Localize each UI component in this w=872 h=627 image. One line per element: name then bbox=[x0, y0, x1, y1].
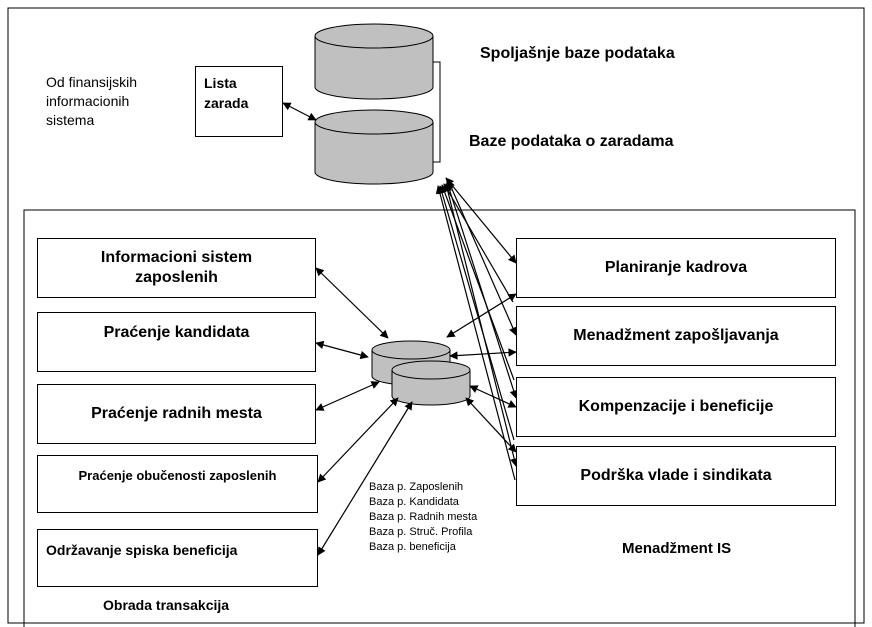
box-pracenje-obucenosti: Praćenje obučenosti zaposlenih bbox=[37, 455, 318, 513]
box-informacioni-sistem-zaposlenih: Informacioni sistem zaposlenih bbox=[37, 238, 316, 298]
spoljasnje-baze-cylinder bbox=[314, 23, 434, 100]
top-bracket bbox=[433, 61, 441, 163]
baze-zarade-cylinder bbox=[314, 109, 434, 185]
box-menadzment-zaposljavanja: Menadžment zapošljavanja bbox=[516, 306, 836, 366]
outer-frame bbox=[7, 7, 865, 624]
database-item: Baza p. Struč. Profila bbox=[369, 526, 473, 538]
baze-zarade-label: Baze podataka o zaradama bbox=[469, 133, 674, 150]
left-arrows bbox=[315, 267, 413, 556]
source-line-1: Od finansijskih bbox=[46, 74, 138, 90]
database-item: Baza p. Kandidata bbox=[369, 496, 459, 508]
database-item: Baza p. beneficija bbox=[369, 541, 456, 553]
obrada-transakcija-title: Obrada transakcija bbox=[103, 597, 230, 613]
database-item: Baza p. Zaposlenih bbox=[369, 481, 464, 493]
lista-zarada-line-1: Lista bbox=[204, 75, 237, 91]
source-line-2: informacionih bbox=[46, 93, 130, 109]
box-pracenje-kandidata: Praćenje kandidata bbox=[37, 312, 316, 372]
database-list: Baza p. Zaposlenih Baza p. Kandidata Baz… bbox=[369, 480, 477, 555]
box-odrzavanje-spiska-beneficija: Održavanje spiska beneficija bbox=[37, 529, 318, 587]
source-line-3: sistema bbox=[46, 112, 95, 128]
box-pracenje-radnih-mesta: Praćenje radnih mesta bbox=[37, 384, 316, 444]
menadzment-is-title: Menadžment IS bbox=[622, 540, 732, 557]
inner-frame bbox=[23, 209, 856, 627]
source-system-text: Od finansijskih informacionih sistema bbox=[46, 73, 137, 130]
box-kompenzacije-i-beneficije: Kompenzacije i beneficije bbox=[516, 377, 836, 437]
lista-zarada-box: Lista zarada bbox=[195, 66, 283, 137]
lista-zarada-line-2: zarada bbox=[204, 95, 249, 111]
fan-arrows bbox=[435, 177, 519, 481]
lista-zarada-arrow bbox=[282, 102, 317, 121]
box-planiranje-kadrova: Planiranje kadrova bbox=[516, 238, 836, 298]
center-database-cylinder-front bbox=[391, 360, 471, 406]
database-item: Baza p. Radnih mesta bbox=[369, 511, 478, 523]
box-podrska-vlade-i-sindikata: Podrška vlade i sindikata bbox=[516, 446, 836, 506]
spoljasnje-baze-label: Spoljašnje baze podataka bbox=[480, 45, 675, 62]
